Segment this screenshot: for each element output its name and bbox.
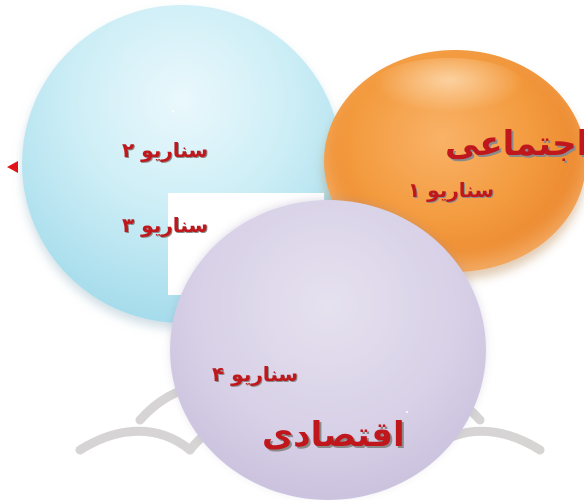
pointer-arrow-icon <box>7 161 18 173</box>
scenario-4-label: سناریو ۴ <box>212 362 298 386</box>
highlight-dot <box>406 411 408 413</box>
economic-title: اقتصادی <box>262 415 405 455</box>
circle-lavender <box>170 200 486 500</box>
scenario-diagram: سناریو ۲ سناریو ۳ اجتماعی سناریو ۱ سناری… <box>0 0 584 477</box>
scenario-1-label: سناریو ۱ <box>408 178 494 202</box>
social-title: اجتماعی <box>445 124 584 164</box>
highlight-dot <box>172 110 174 112</box>
scenario-3-label: سناریو ۳ <box>122 213 208 237</box>
scenario-2-label: سناریو ۲ <box>122 138 208 162</box>
